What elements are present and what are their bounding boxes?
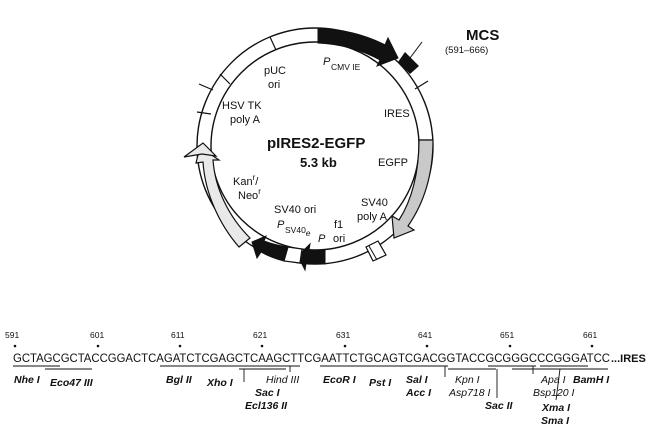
kan-label: Kanr/ [233,173,259,188]
ires-label: IRES [384,108,410,120]
mcs-block [398,52,419,74]
enzyme-sal: Sal I [406,374,429,386]
enzyme-pst: Pst I [369,377,392,389]
cmv-sub-label: CMV IE [331,62,361,72]
enzyme-hind: Hind III [266,374,299,386]
plasmid-size: 5.3 kb [300,155,337,170]
sequence-positions: 591 601 611 621 631 641 651 661 [5,330,597,340]
mcs-pointer [409,41,423,59]
enzyme-xma: Xma I [541,402,571,414]
neo-label: Neor [238,187,261,202]
f1-label: f1 [334,219,343,231]
f1-ori-block [365,240,387,262]
f1-ori-label: ori [333,233,345,245]
egfp-arrow [391,139,434,239]
sv40-ori-label: SV40 ori [274,204,316,216]
enzyme-bam: BamH I [573,374,610,386]
hsv-polya-label: poly A [230,114,261,126]
position-641: 641 [418,330,432,340]
kan-neo-arrow-head [183,142,218,158]
enzyme-ecor: EcoR I [323,374,357,386]
enzyme-bgl: Bgl II [166,374,193,386]
enzyme-acc: Acc I [405,387,432,399]
mcs-sequence: GCTAGCGCTACCGGACTCAGATCTCGAGCTCAAGCTTCGA… [13,351,610,365]
position-621: 621 [253,330,267,340]
enzyme-sma: Sma I [541,415,570,427]
position-651: 651 [500,330,514,340]
sv40e-sub-label: SV40e [285,225,311,238]
hsv-tk-label: HSV TK [222,100,262,112]
egfp-label: EGFP [378,157,408,169]
position-601: 601 [90,330,104,340]
position-611: 611 [171,330,185,340]
enzyme-bsp: Bsp120 I [533,387,575,399]
sv40-polya-label: SV40 [361,197,388,209]
enzyme-leader-lines [243,366,561,401]
enzyme-xho: Xho I [206,377,234,389]
enzyme-sac2: Sac II [485,400,514,412]
sequence-suffix: ...IRES [611,353,646,365]
enzyme-kpn: Kpn I [455,374,480,386]
enzyme-sac1: Sac I [255,387,281,399]
mcs-range: (591–666) [445,45,488,56]
enzyme-eco47: Eco47 III [50,377,94,389]
sv40-ori-block [283,246,303,264]
sv40e-p-label: P [277,219,285,231]
plasmid-name: pIRES2-EGFP [267,135,365,152]
position-661: 661 [583,330,597,340]
enzyme-apa: Apa I [540,374,566,386]
mcs-label: MCS [466,27,499,44]
enzyme-asp: Asp718 I [448,387,491,399]
sv40e-promoter-arrow [251,235,289,262]
position-631: 631 [336,330,350,340]
enzyme-nhe: Nhe I [14,374,41,386]
puc-label: pUC [264,65,286,77]
enzyme-ecl: Ecl136 II [245,400,288,412]
p-f1-arrow [297,242,326,272]
cmv-promoter-arrow [317,27,399,67]
sv40-polya-label-2: poly A [357,211,388,223]
site-underlines [13,365,608,370]
p-f1-label: P [318,233,326,245]
cmv-p-label: P [323,56,331,68]
puc-ori-label: ori [268,79,280,91]
position-591: 591 [5,330,19,340]
position-dots [13,344,594,348]
